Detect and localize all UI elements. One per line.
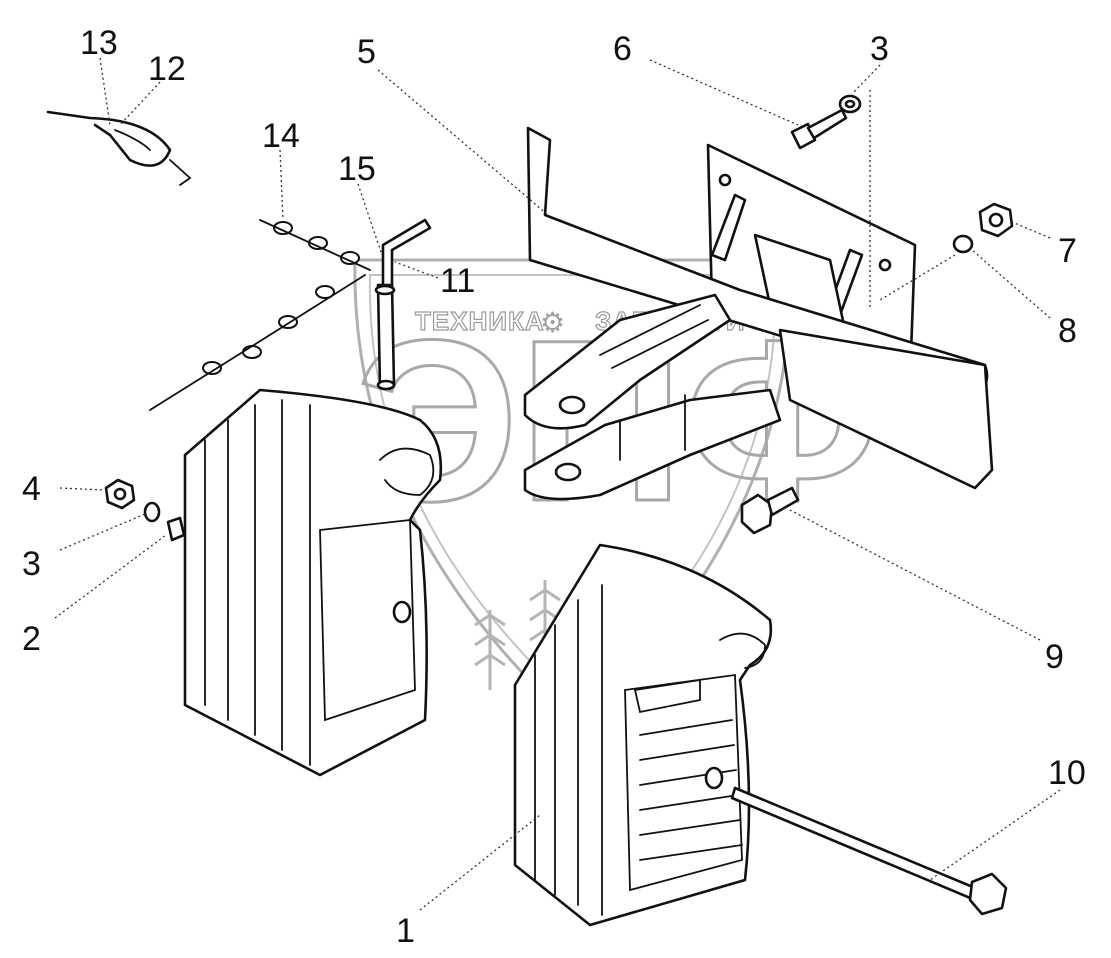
nut-4-hole [113, 487, 127, 501]
bolt-2-end [166, 516, 186, 542]
weight-handle-slot [633, 678, 701, 714]
callout-5: 5 [357, 33, 376, 71]
fork-slot [599, 304, 701, 356]
chain-link-line [259, 219, 371, 271]
callout-3-top: 3 [870, 30, 889, 68]
clip-12 [46, 110, 192, 186]
weight-rib [639, 844, 743, 861]
fork-slot [611, 319, 709, 369]
callout-6: 6 [613, 30, 632, 68]
weight-hook [719, 632, 766, 669]
pin-tip [376, 379, 396, 391]
bracket-assembly [523, 90, 1014, 535]
pin-15 [376, 283, 396, 390]
washer-3-top-hole [844, 99, 856, 109]
bracket-tray-end [778, 328, 994, 490]
weight-rib [639, 819, 741, 836]
callout-3-left: 3 [22, 545, 41, 583]
callout-12: 12 [148, 50, 186, 88]
watermark-left-word: ТЕХНИКА [415, 306, 545, 336]
fork-hole-upper [558, 395, 586, 415]
nut-7-hole [988, 212, 1004, 228]
callout-13: 13 [80, 24, 118, 62]
callout-9: 9 [1045, 638, 1064, 676]
fork-hole-lower [554, 462, 582, 482]
plate-hole [718, 173, 732, 187]
weight-bolt-hole [392, 600, 412, 624]
pin-collar [374, 284, 396, 296]
bolt-10 [730, 786, 1008, 916]
weight-left-body [183, 388, 443, 777]
callout-15: 15 [338, 150, 376, 188]
callout-7: 7 [1058, 232, 1077, 270]
callout-11: 11 [440, 262, 475, 300]
callout-1: 1 [396, 912, 415, 950]
bolt-9 [740, 486, 800, 535]
callout-2: 2 [22, 620, 41, 658]
pin-chain-assembly [46, 110, 432, 411]
callout-4: 4 [22, 470, 41, 508]
weight-bolt-hole [704, 766, 724, 790]
weight-face [319, 518, 416, 722]
weight-rib [639, 744, 735, 761]
pin-handle-11 [381, 218, 432, 287]
bracket-gusset [710, 193, 747, 262]
weight-hook [379, 447, 435, 496]
weight-rib [639, 794, 739, 811]
callout-10: 10 [1048, 754, 1086, 792]
callout-8: 8 [1058, 312, 1077, 350]
weight-right [513, 543, 773, 927]
gear-icon: ⚙ [540, 306, 565, 339]
weight-rib [639, 719, 733, 736]
weight-left [183, 388, 443, 777]
callout-labels: 13 12 14 15 11 5 6 3 7 8 4 3 2 9 10 1 [22, 24, 1086, 950]
drawbar-fork-upper [523, 293, 732, 430]
washer-8 [952, 234, 974, 254]
callout-14: 14 [262, 117, 300, 155]
leader-lines [54, 57, 1061, 911]
drawbar-fork-lower [523, 388, 782, 501]
bolt-6 [790, 108, 848, 150]
chain-14 [202, 221, 360, 375]
plate-hole [878, 258, 892, 272]
chain-link-line [149, 274, 366, 411]
washer-3-left [143, 501, 161, 523]
